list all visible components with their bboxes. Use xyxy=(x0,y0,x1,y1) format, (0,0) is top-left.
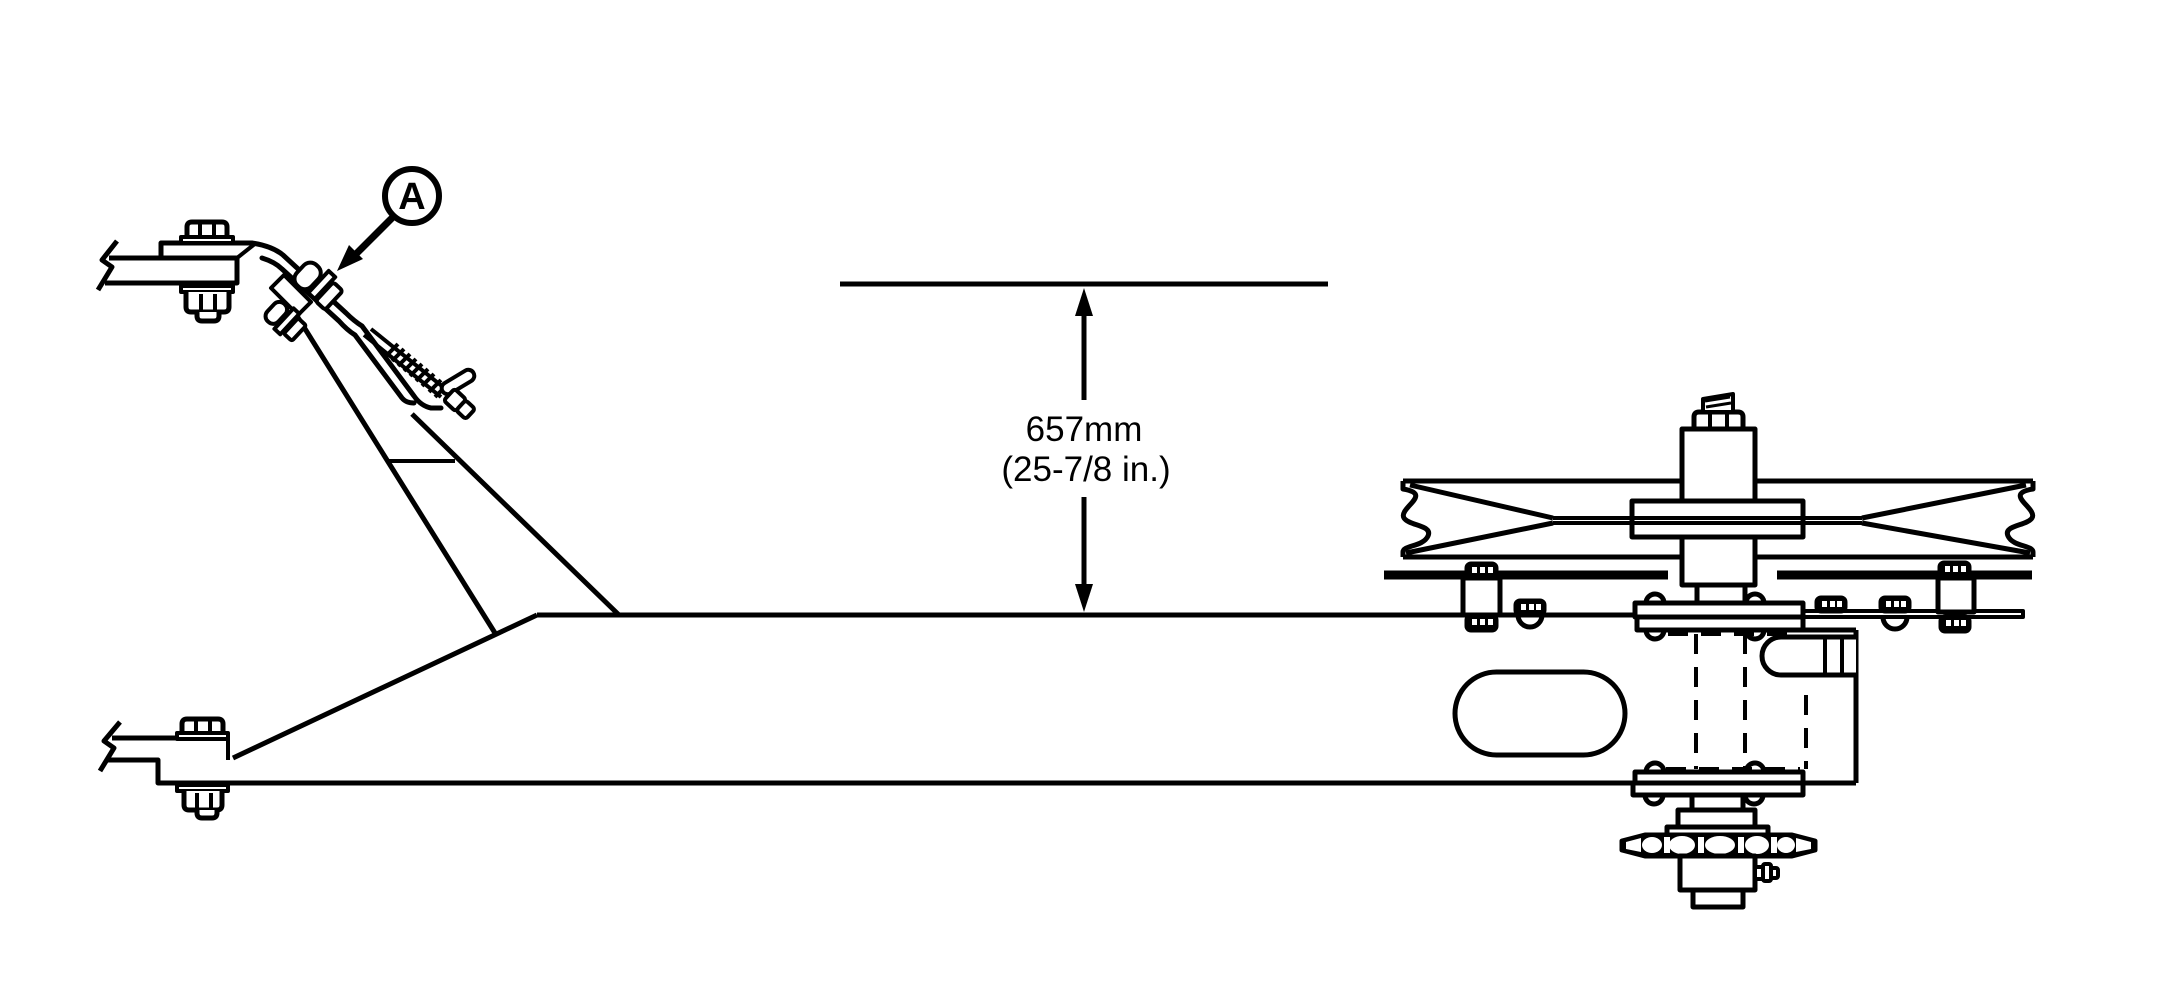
flange-bolt xyxy=(1743,760,1767,773)
bolt-a-nut xyxy=(314,281,344,311)
callout-a-arrow-line xyxy=(349,213,397,261)
callout-a-circle xyxy=(382,166,442,226)
flange-bolt xyxy=(1643,591,1667,604)
washer xyxy=(175,783,230,793)
standoff-left xyxy=(1460,561,1503,633)
rod-end-nut xyxy=(455,399,476,420)
thread-hatching xyxy=(384,342,449,399)
bolt-clamp xyxy=(1513,598,1547,630)
callout-a-arrowhead xyxy=(337,245,363,271)
support-strut xyxy=(263,273,621,635)
housing-tab xyxy=(1759,634,1856,678)
pulley-break-left xyxy=(1400,481,1432,557)
hitch-bracket-lower xyxy=(175,716,230,821)
clamp-nut-arc xyxy=(1515,614,1545,630)
shaft-top-nut xyxy=(1691,409,1746,432)
bolt-stub xyxy=(194,312,222,324)
strap-outer-edge xyxy=(249,240,444,411)
shaft-lower xyxy=(1679,534,1758,588)
clamp-nut-arc xyxy=(1880,616,1910,632)
callout-a-label: A xyxy=(398,176,425,218)
hex-bolt-head xyxy=(184,219,230,237)
spindle-housing xyxy=(1759,634,1856,678)
spindle-lower-assembly xyxy=(1619,792,1818,910)
strut-mount-plate xyxy=(269,273,313,317)
washer xyxy=(179,284,235,294)
hex-nut xyxy=(181,791,225,813)
shaft-neck xyxy=(1694,582,1748,606)
adjustment-rod xyxy=(362,327,477,420)
bolt-stub xyxy=(194,810,220,821)
frame-front-taper xyxy=(231,612,539,761)
hitch-bar-upper xyxy=(105,255,240,286)
hex-nut xyxy=(183,292,232,315)
hitch-bracket-upper xyxy=(95,219,258,324)
standoff-right xyxy=(1935,560,1977,634)
strap-inner-edge xyxy=(259,255,417,406)
bolt-clamp xyxy=(1814,595,1848,614)
strut-pivot-bolt xyxy=(263,299,308,343)
flange-bolt xyxy=(1742,794,1766,807)
rod-cross-pin xyxy=(439,367,477,397)
spindle-shaft xyxy=(1679,392,1758,606)
grease-fitting xyxy=(1753,862,1780,883)
hanger-strap xyxy=(249,240,444,411)
bolt-a xyxy=(292,260,344,311)
strut-left-edge xyxy=(289,306,498,635)
v-groove xyxy=(1409,482,1554,521)
v-groove xyxy=(1405,520,1554,556)
hidden-centerlines xyxy=(1666,632,1808,771)
shaft-upper xyxy=(1679,426,1758,504)
flange-bolt xyxy=(1643,760,1667,773)
hex-bolt-head xyxy=(179,716,226,733)
washer xyxy=(179,235,235,245)
v-groove xyxy=(1861,520,2031,556)
washer xyxy=(175,731,230,741)
arrowhead-down xyxy=(1075,584,1093,612)
arrowhead-up xyxy=(1075,288,1093,316)
dimension-label-imperial: (25-7/8 in.) xyxy=(1001,450,1170,489)
sprocket xyxy=(1619,832,1818,859)
strut-right-edge xyxy=(410,412,621,617)
frame-outline xyxy=(97,609,2025,786)
flange-bolt xyxy=(1642,794,1666,807)
v-groove xyxy=(1861,482,2027,521)
flange-bolt xyxy=(1743,591,1767,604)
frame-slot xyxy=(1452,669,1628,758)
pulley-break-right xyxy=(2004,481,2036,557)
callout-a xyxy=(337,166,442,271)
break-symbol-upper xyxy=(95,239,119,292)
dimension-annotation xyxy=(840,281,1328,612)
dimension-label-metric: 657mm xyxy=(1026,410,1143,449)
break-symbol-lower xyxy=(97,720,122,773)
bolt-clamp xyxy=(1878,595,1912,632)
flange-bolt xyxy=(1643,629,1667,642)
mount-flange-upper xyxy=(1632,591,1806,642)
